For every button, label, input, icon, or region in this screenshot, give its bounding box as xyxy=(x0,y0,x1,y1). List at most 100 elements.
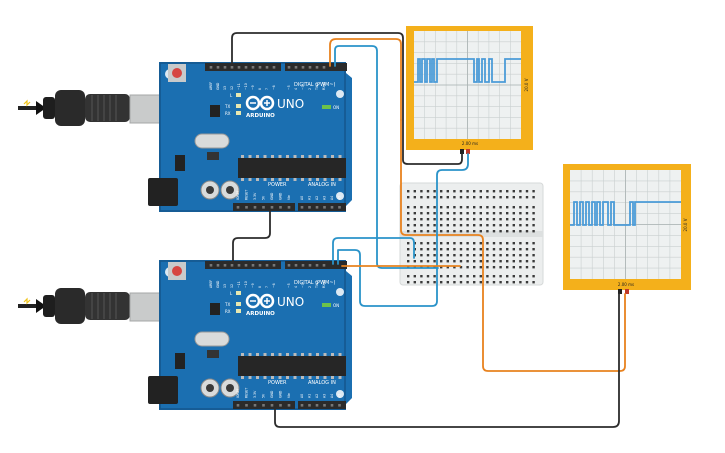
oscilloscope-bottom[interactable]: 2.00 ms 20.0 V xyxy=(563,164,691,294)
atmega-chip xyxy=(238,356,346,376)
probe-terminal[interactable] xyxy=(466,149,470,154)
pin-label: GND xyxy=(216,280,220,288)
wire-orange[interactable] xyxy=(400,119,626,372)
pin-label: A2 xyxy=(315,196,319,200)
wire-blue[interactable] xyxy=(332,237,415,265)
wire-blue[interactable] xyxy=(436,153,469,269)
pin-label: 13 xyxy=(223,284,227,288)
digital-header[interactable] xyxy=(205,63,281,71)
pin-label: GND xyxy=(270,192,274,200)
pin-label: A0 xyxy=(300,394,304,398)
led-label: TX xyxy=(224,104,230,109)
pin-label: GND xyxy=(270,390,274,398)
volts-per-division-label: 20.0 V xyxy=(683,218,688,231)
usb-cable xyxy=(18,90,171,126)
breadboard-holes xyxy=(407,190,535,284)
pin-label: RESET xyxy=(245,388,249,398)
breadboard[interactable] xyxy=(399,182,544,286)
power-label: POWER xyxy=(268,380,287,386)
pin-label: 3.3V xyxy=(253,192,257,200)
pin-label: 5V xyxy=(262,195,266,200)
pin-label: ~5 xyxy=(287,283,291,288)
analog-label: ANALOG IN xyxy=(308,380,336,386)
pin-label: 7 xyxy=(265,286,269,288)
pin-label: RX◂0 xyxy=(322,82,326,90)
pin-label: IOREF xyxy=(236,388,240,398)
power-label: POWER xyxy=(268,182,287,188)
led-label: L xyxy=(230,291,233,296)
usb-cable xyxy=(18,288,171,324)
probe-terminal[interactable] xyxy=(618,289,622,294)
board-model-label: UNO xyxy=(277,295,304,309)
pin-label: IOREF xyxy=(236,190,240,200)
pin-label: 8 xyxy=(258,88,262,90)
volts-per-division-label: 20.0 V xyxy=(524,78,529,91)
pin-label: A1 xyxy=(308,394,312,398)
analog-label: ANALOG IN xyxy=(308,182,336,188)
on-label: ON xyxy=(333,105,339,110)
led-label: L xyxy=(230,93,233,98)
power-led xyxy=(322,105,331,109)
wire-black[interactable] xyxy=(274,293,620,428)
pin-label: ~11 xyxy=(237,281,241,288)
wire-black[interactable] xyxy=(231,32,463,165)
pin-label: A2 xyxy=(315,394,319,398)
pin-label: ~9 xyxy=(251,85,255,90)
time-per-division-label: 2.00 ms xyxy=(618,282,634,287)
waveform-trace xyxy=(570,201,681,226)
oscilloscope-grid xyxy=(414,31,521,139)
pin-label: 2 xyxy=(308,88,312,90)
breadboard-center-channel xyxy=(400,231,543,237)
digital-label: DIGITAL (PWM~) xyxy=(294,82,336,88)
pin-label: A4 xyxy=(330,196,334,200)
pin-label: GND xyxy=(279,192,283,200)
power-jack xyxy=(148,178,178,206)
analog-header[interactable] xyxy=(298,401,346,409)
wire-blue[interactable] xyxy=(334,45,439,269)
pin-label: A0 xyxy=(300,196,304,200)
pin-label: A3 xyxy=(323,196,327,200)
pin-label: AREF xyxy=(209,280,213,288)
probe-terminal[interactable] xyxy=(460,149,464,154)
pin-label: Vin xyxy=(287,393,291,398)
pin-label: A1 xyxy=(308,196,312,200)
pin-label: A4 xyxy=(330,394,334,398)
pin-label: 5V xyxy=(262,393,266,398)
pin-label: ~10 xyxy=(244,281,248,288)
digital-header[interactable] xyxy=(205,261,281,269)
on-label: ON xyxy=(333,303,339,308)
pin-label: ~3 xyxy=(301,283,305,288)
board-model-label: UNO xyxy=(277,97,304,111)
arduino-wordmark: ARDUINO xyxy=(246,311,275,317)
wire-orange[interactable] xyxy=(329,38,402,121)
probe-terminal[interactable] xyxy=(625,289,629,294)
pin-label: 3.3V xyxy=(253,390,257,398)
oscilloscope-top[interactable]: 2.00 ms 20.0 V xyxy=(406,26,533,154)
wire-blue[interactable] xyxy=(337,249,438,307)
pin-label: A3 xyxy=(323,394,327,398)
arduino-wordmark: ARDUINO xyxy=(246,113,275,119)
waveform-trace xyxy=(414,58,521,83)
pin-label: ~11 xyxy=(237,83,241,90)
pin-label: ~5 xyxy=(287,85,291,90)
wire-black[interactable] xyxy=(232,210,271,264)
pin-label: GND xyxy=(216,82,220,90)
crystal xyxy=(194,133,230,149)
power-jack xyxy=(148,376,178,404)
digital-label: DIGITAL (PWM~) xyxy=(294,280,336,286)
pin-label: TX▸1 xyxy=(315,82,319,91)
led-label: RX xyxy=(225,309,231,314)
pin-label: A5 xyxy=(338,394,342,398)
pin-label: ~3 xyxy=(301,85,305,90)
pin-label: ~9 xyxy=(251,283,255,288)
pin-label: 2 xyxy=(308,286,312,288)
pin-label: ~6 xyxy=(272,283,276,288)
time-per-division-label: 2.00 ms xyxy=(462,141,478,146)
analog-header[interactable] xyxy=(298,203,346,211)
